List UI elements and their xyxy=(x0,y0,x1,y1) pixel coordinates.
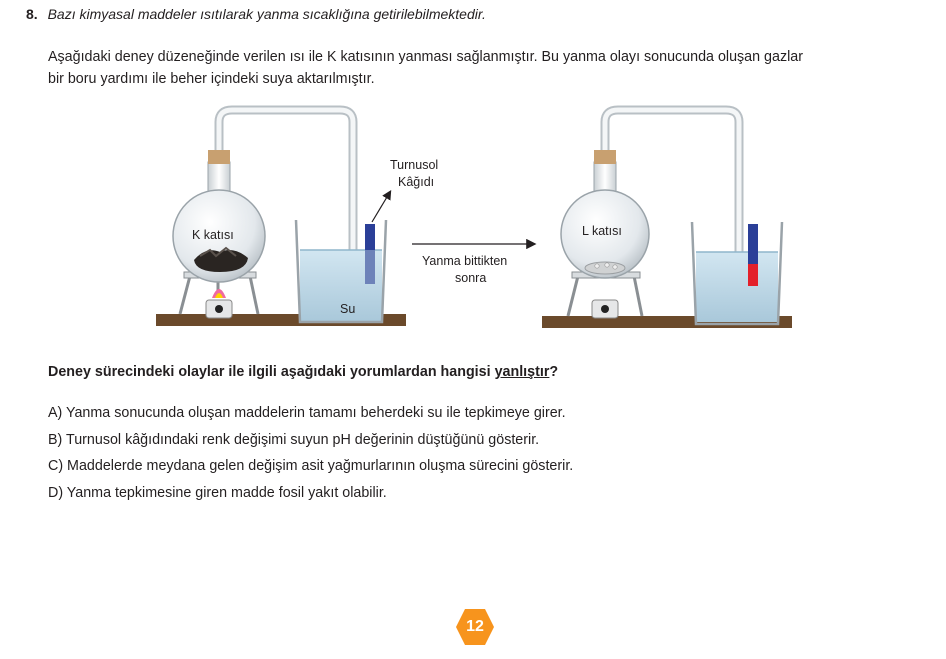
k-solid-label: K katısı xyxy=(192,228,234,242)
question-title: Bazı kimyasal maddeler ısıtılarak yanma … xyxy=(47,6,486,22)
question-number: 8. xyxy=(26,6,38,22)
question-header: 8. Bazı kimyasal maddeler ısıtılarak yan… xyxy=(26,6,486,22)
prompt-underlined: yanlıştır xyxy=(494,364,550,380)
page-number: 12 xyxy=(466,618,484,635)
arrow-label-line1: Yanma bittikten xyxy=(422,254,508,268)
prompt-end: ? xyxy=(549,364,559,380)
left-burner xyxy=(205,289,233,319)
intro-line-2: bir boru yardımı ile beher içindeki suya… xyxy=(48,71,375,87)
experiment-diagram xyxy=(156,105,792,328)
litmus-label-line2: Kâğıdı xyxy=(398,175,435,189)
right-tripod xyxy=(566,275,644,317)
right-flask-neck xyxy=(593,161,617,193)
intro-line-1: Aşağıdaki deney düzeneğinde verilen ısı … xyxy=(48,49,803,65)
right-cork xyxy=(594,150,616,164)
l-solid-label: L katısı xyxy=(582,224,622,238)
answer-options: A) Yanma sonucunda oluşan maddelerin tam… xyxy=(48,404,573,510)
option-d[interactable]: D) Yanma tepkimesine giren madde fosil y… xyxy=(48,484,387,501)
question-prompt: Deney sürecindeki olaylar ile ilgili aşa… xyxy=(48,364,558,380)
page-number-badge: 12 xyxy=(455,607,495,647)
water-label: Su xyxy=(340,302,356,316)
right-flask-bulb xyxy=(560,189,650,279)
option-c[interactable]: C) Maddelerde meydana gelen değişim asit… xyxy=(48,458,574,474)
arrow-label-line2: sonra xyxy=(455,271,487,285)
right-litmus-paper-top xyxy=(748,224,758,264)
right-setup xyxy=(542,105,792,328)
option-a[interactable]: A) Yanma sonucunda oluşan maddelerin tam… xyxy=(48,405,566,421)
prompt-text: Deney sürecindeki olaylar ile ilgili aşa… xyxy=(48,364,495,380)
right-beaker xyxy=(690,221,784,326)
left-cork xyxy=(208,150,230,164)
right-litmus-paper-bottom xyxy=(748,264,758,286)
right-beaker-water xyxy=(696,252,778,322)
right-burner xyxy=(591,299,619,319)
litmus-label-line1: Turnusol xyxy=(390,158,439,172)
experiment-figure: K katısı Turnusol Kâğıdı Su Yanma bittik… xyxy=(150,100,800,340)
question-intro: Aşağıdaki deney düzeneğinde verilen ısı … xyxy=(48,46,938,90)
left-setup xyxy=(156,105,406,326)
litmus-pointer-arrow xyxy=(371,189,392,223)
hexagon-icon xyxy=(456,609,494,645)
left-beaker xyxy=(294,219,388,324)
left-flask-neck xyxy=(207,161,231,193)
option-b[interactable]: B) Turnusol kâğıdındaki renk değişimi su… xyxy=(48,431,540,448)
